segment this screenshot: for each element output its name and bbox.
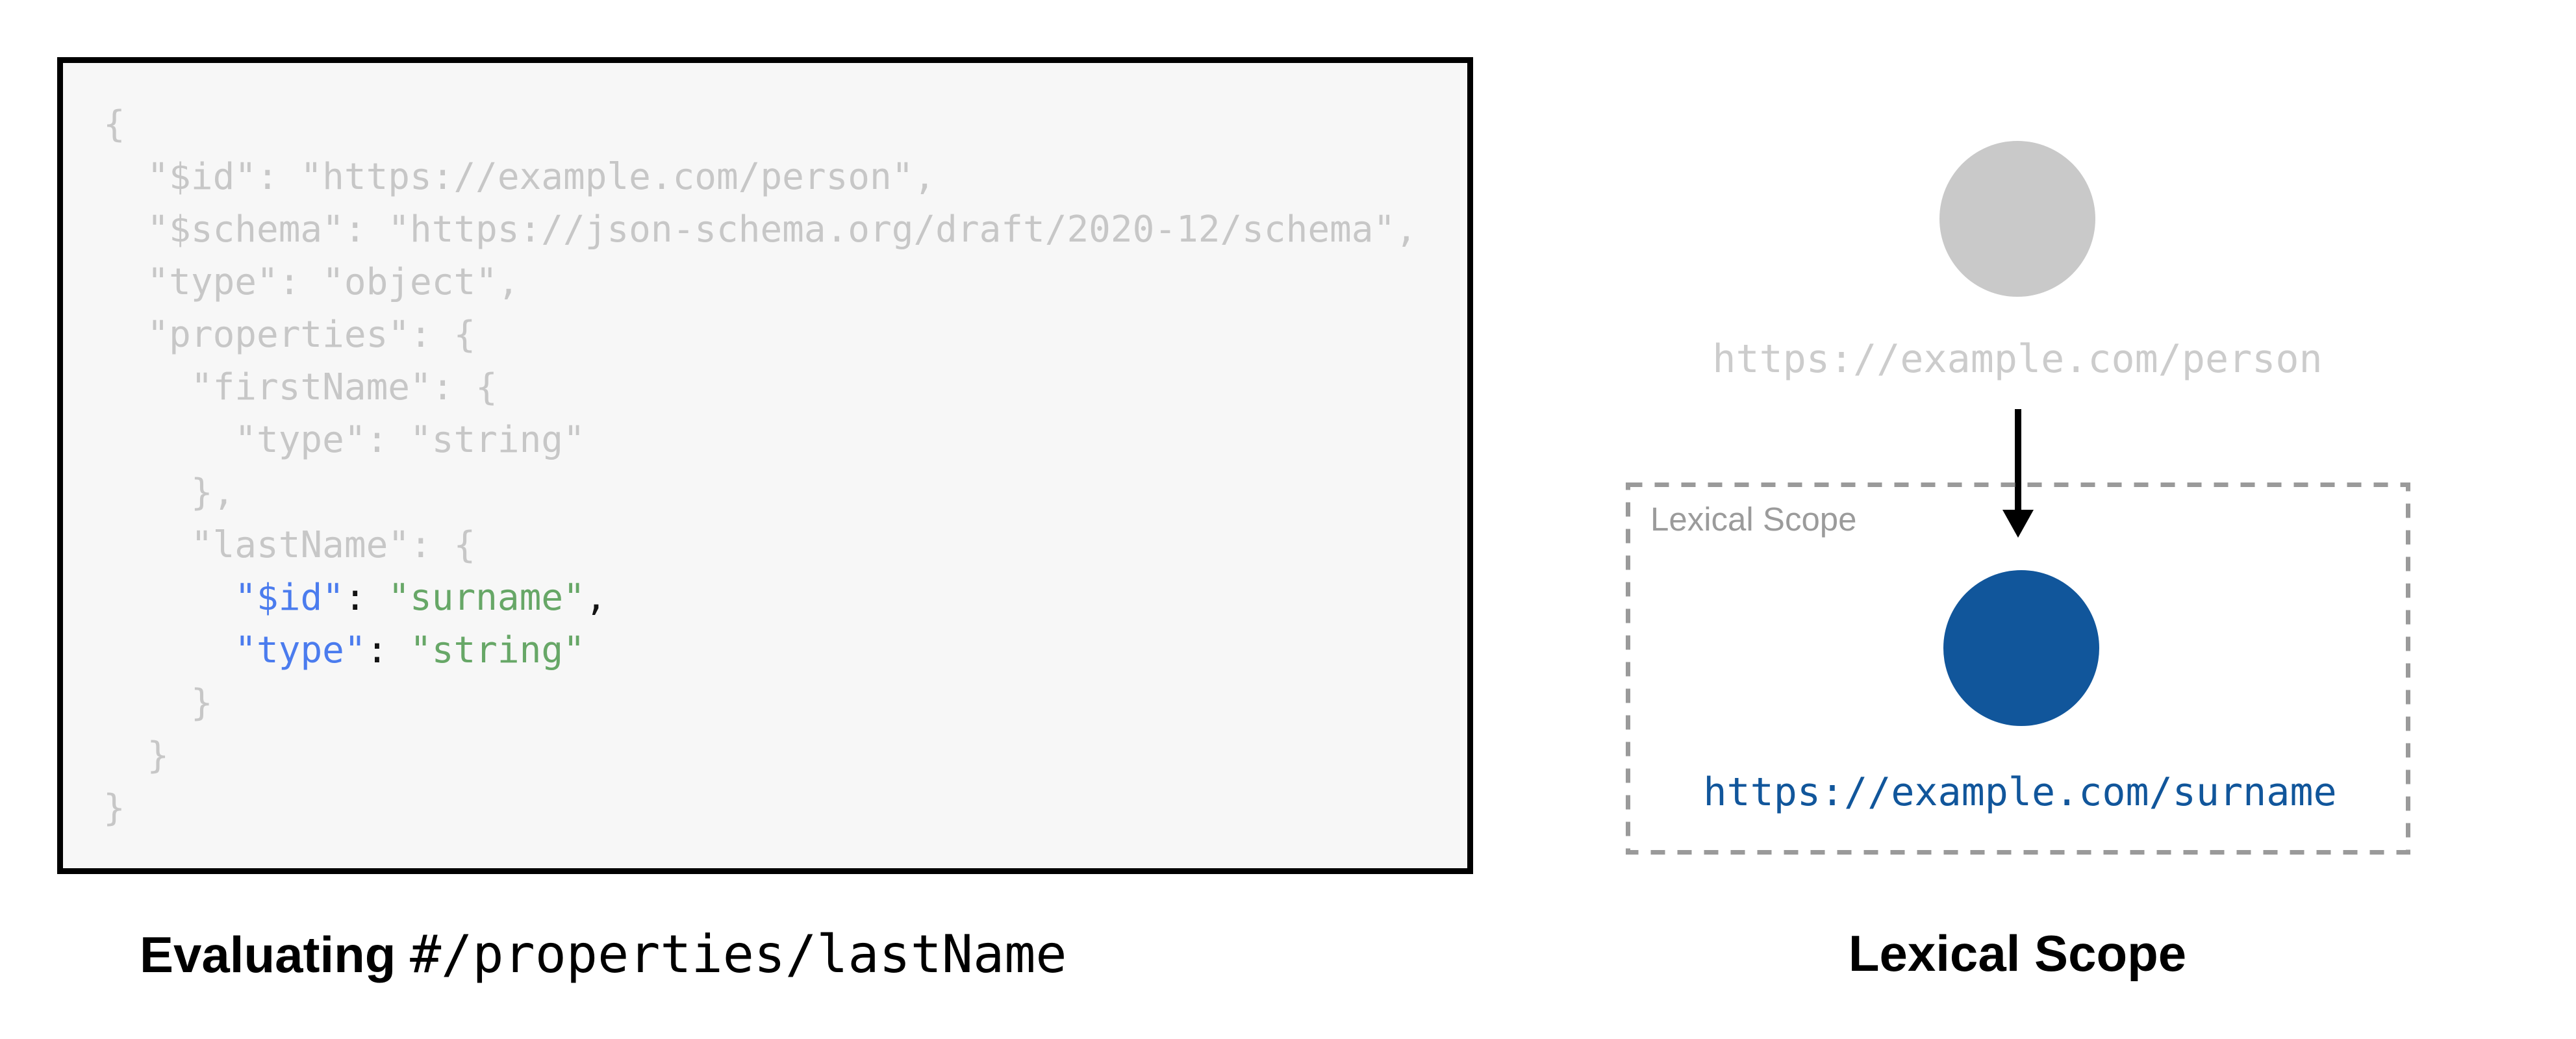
surname-schema-node	[1943, 570, 2099, 726]
code-line: }	[103, 734, 170, 777]
lexical-scope-box	[1626, 482, 2410, 855]
code-line: "$id": "surname",	[234, 577, 607, 619]
code-line: "properties": {	[103, 314, 476, 356]
schema-code-panel: { "$id": "https://example.com/person", "…	[57, 57, 1473, 874]
code-line: "type": "string"	[234, 629, 585, 671]
code-line: "lastName": {	[103, 524, 476, 566]
evaluating-caption-word: Evaluating	[140, 926, 410, 983]
code-line: {	[103, 103, 125, 145]
code-line: "type": "string"	[103, 419, 585, 461]
code-line: "$id": "https://example.com/person",	[103, 156, 936, 198]
code-line: }	[103, 682, 213, 724]
code-line: }	[103, 787, 125, 829]
evaluating-caption-pointer: #/properties/lastName	[410, 924, 1067, 984]
code-block: { "$id": "https://example.com/person", "…	[63, 63, 1467, 834]
code-line: "firstName": {	[103, 366, 498, 408]
lexical-scope-box-title: Lexical Scope	[1650, 501, 1857, 538]
surname-uri-label: https://example.com/surname	[1703, 770, 2337, 815]
code-line: "type": "object",	[103, 261, 520, 303]
evaluating-caption: Evaluating #/properties/lastName	[140, 926, 1067, 983]
person-uri-label: https://example.com/person	[1712, 336, 2323, 382]
code-line: "$schema": "https://json-schema.org/draf…	[103, 208, 1417, 251]
person-schema-node	[1939, 141, 2095, 297]
arrow-down-icon	[2002, 409, 2034, 538]
lexical-scope-caption: Lexical Scope	[1848, 925, 2187, 982]
code-line: },	[103, 471, 235, 514]
